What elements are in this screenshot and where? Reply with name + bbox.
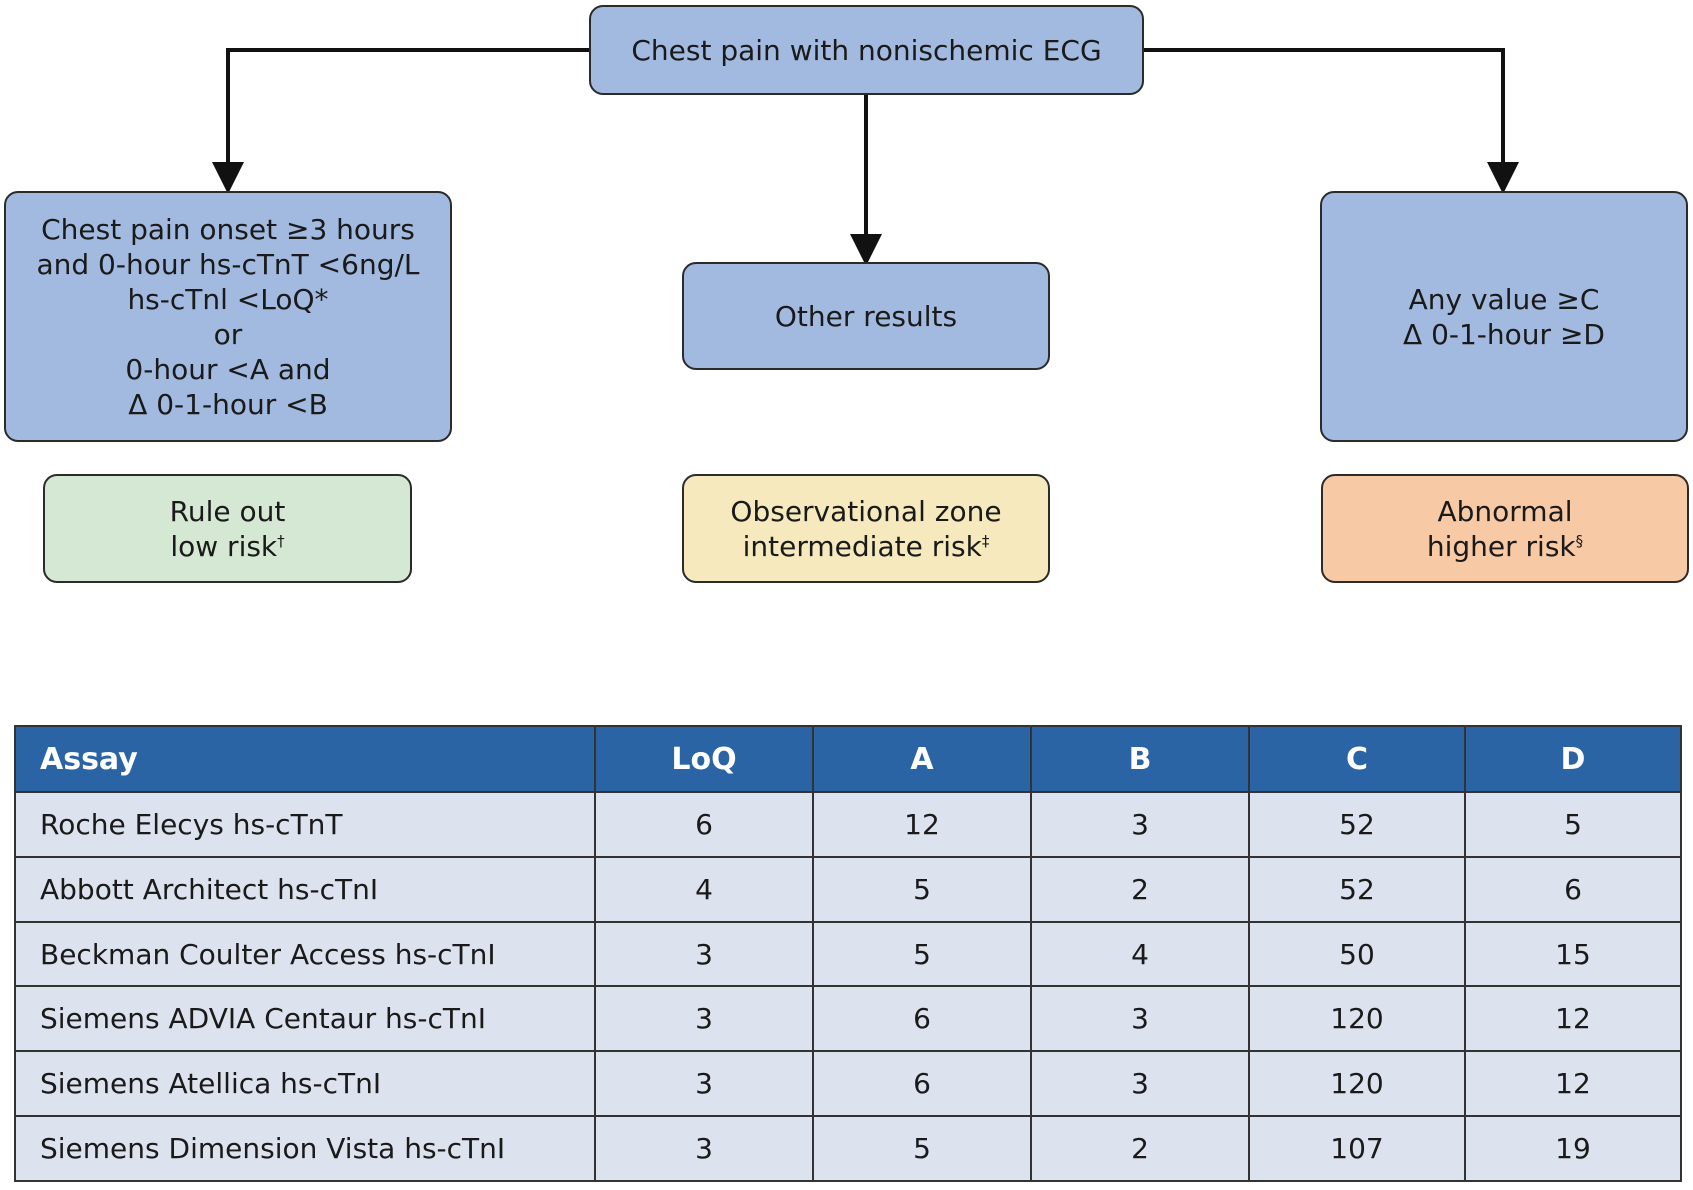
criteria-line: Chest pain onset ≥3 hours bbox=[41, 212, 415, 246]
outcome-risk: intermediate risk‡ bbox=[743, 529, 990, 564]
footnote-mark: § bbox=[1575, 531, 1584, 550]
rule-out-criteria-node: Chest pain onset ≥3 hours and 0-hour hs-… bbox=[4, 191, 452, 442]
b-value: 2 bbox=[1030, 855, 1250, 923]
a-value: 6 bbox=[812, 1050, 1032, 1118]
b-value: 2 bbox=[1030, 1115, 1250, 1182]
header-assay: Assay bbox=[14, 725, 596, 793]
outcome-risk-label: intermediate risk bbox=[742, 529, 982, 563]
criteria-line: and 0-hour hs-cTnT <6ng/L bbox=[36, 247, 420, 281]
outcome-risk-label: low risk bbox=[170, 529, 278, 563]
criteria-line: Δ 0-1-hour ≥D bbox=[1403, 317, 1605, 351]
loq-value: 3 bbox=[594, 1115, 814, 1182]
assay-name: Siemens ADVIA Centaur hs-cTnI bbox=[14, 985, 596, 1053]
outcome-title: Rule out bbox=[169, 494, 286, 528]
other-results-label: Other results bbox=[774, 299, 958, 333]
assay-name: Siemens Atellica hs-cTnI bbox=[14, 1050, 596, 1118]
a-value: 12 bbox=[812, 791, 1032, 858]
table-row: Siemens Atellica hs-cTnI 3 6 3 120 12 bbox=[14, 1050, 1682, 1118]
a-value: 5 bbox=[812, 1115, 1032, 1182]
criteria-line: Any value ≥C bbox=[1408, 282, 1600, 316]
a-value: 5 bbox=[812, 920, 1032, 988]
outcome-risk-label: higher risk bbox=[1426, 529, 1576, 563]
d-value: 12 bbox=[1464, 985, 1682, 1053]
criteria-line: hs-cTnl <LoQ* bbox=[127, 282, 329, 316]
table-row: Siemens ADVIA Centaur hs-cTnI 3 6 3 120 … bbox=[14, 985, 1682, 1053]
b-value: 3 bbox=[1030, 985, 1250, 1053]
d-value: 19 bbox=[1464, 1115, 1682, 1182]
root-node-label: Chest pain with nonischemic ECG bbox=[631, 33, 1102, 67]
criteria-line: 0-hour <A and bbox=[125, 352, 331, 386]
table-row: Beckman Coulter Access hs-cTnI 3 5 4 50 … bbox=[14, 920, 1682, 988]
loq-value: 3 bbox=[594, 920, 814, 988]
observational-outcome: Observational zone intermediate risk‡ bbox=[682, 474, 1050, 583]
c-value: 107 bbox=[1248, 1115, 1466, 1182]
outcome-title: Abnormal bbox=[1437, 494, 1573, 528]
abnormal-outcome: Abnormal higher risk§ bbox=[1321, 474, 1689, 583]
c-value: 52 bbox=[1248, 791, 1466, 858]
criteria-line: or bbox=[213, 317, 243, 351]
table-row: Siemens Dimension Vista hs-cTnI 3 5 2 10… bbox=[14, 1115, 1682, 1182]
c-value: 52 bbox=[1248, 855, 1466, 923]
b-value: 4 bbox=[1030, 920, 1250, 988]
header-c: C bbox=[1248, 725, 1466, 793]
header-a: A bbox=[812, 725, 1032, 793]
assay-name: Beckman Coulter Access hs-cTnI bbox=[14, 920, 596, 988]
assay-name: Abbott Architect hs-cTnI bbox=[14, 855, 596, 923]
criteria-line: Δ 0-1-hour <B bbox=[128, 387, 328, 421]
arrow-to-rule-out-criteria bbox=[212, 48, 589, 194]
assay-cutoff-table: Assay LoQ A B C D Roche Elecys hs-cTnT 6… bbox=[14, 725, 1682, 1182]
footnote-mark: † bbox=[277, 531, 285, 550]
a-value: 5 bbox=[812, 855, 1032, 923]
abnormal-criteria-node: Any value ≥C Δ 0-1-hour ≥D bbox=[1320, 191, 1688, 442]
d-value: 6 bbox=[1464, 855, 1682, 923]
c-value: 120 bbox=[1248, 985, 1466, 1053]
b-value: 3 bbox=[1030, 791, 1250, 858]
outcome-risk: low risk† bbox=[170, 529, 284, 564]
b-value: 3 bbox=[1030, 1050, 1250, 1118]
d-value: 12 bbox=[1464, 1050, 1682, 1118]
root-node: Chest pain with nonischemic ECG bbox=[589, 5, 1144, 95]
c-value: 120 bbox=[1248, 1050, 1466, 1118]
outcome-title: Observational zone bbox=[730, 494, 1002, 528]
a-value: 6 bbox=[812, 985, 1032, 1053]
outcome-risk: higher risk§ bbox=[1427, 529, 1583, 564]
loq-value: 3 bbox=[594, 985, 814, 1053]
assay-name: Siemens Dimension Vista hs-cTnI bbox=[14, 1115, 596, 1182]
other-results-node: Other results bbox=[682, 262, 1050, 370]
loq-value: 4 bbox=[594, 855, 814, 923]
header-b: B bbox=[1030, 725, 1250, 793]
table-row: Abbott Architect hs-cTnI 4 5 2 52 6 bbox=[14, 855, 1682, 923]
loq-value: 6 bbox=[594, 791, 814, 858]
table-header-row: Assay LoQ A B C D bbox=[14, 725, 1682, 793]
table-row: Roche Elecys hs-cTnT 6 12 3 52 5 bbox=[14, 791, 1682, 858]
c-value: 50 bbox=[1248, 920, 1466, 988]
d-value: 15 bbox=[1464, 920, 1682, 988]
header-d: D bbox=[1464, 725, 1682, 793]
d-value: 5 bbox=[1464, 791, 1682, 858]
loq-value: 3 bbox=[594, 1050, 814, 1118]
rule-out-outcome: Rule out low risk† bbox=[43, 474, 412, 583]
assay-name: Roche Elecys hs-cTnT bbox=[14, 791, 596, 858]
footnote-mark: ‡ bbox=[981, 531, 990, 550]
arrow-to-abnormal-criteria bbox=[1144, 48, 1519, 194]
header-loq: LoQ bbox=[594, 725, 814, 793]
